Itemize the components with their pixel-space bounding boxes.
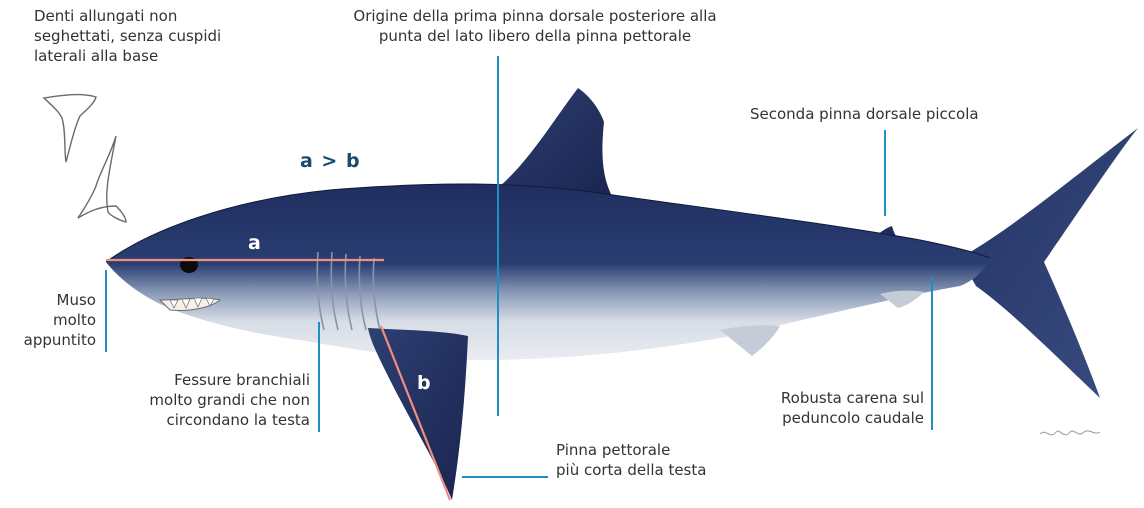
teeth-sketch (44, 95, 126, 222)
leader-fin-origin (497, 56, 499, 416)
shark-body (106, 184, 990, 360)
label-snout: Muso molto appuntito (0, 290, 96, 350)
label-second-dorsal: Seconda pinna dorsale piccola (750, 104, 979, 124)
leader-gills (318, 322, 320, 432)
pelvic-fin (720, 325, 780, 356)
first-dorsal-fin (500, 88, 612, 196)
leader-pectoral (462, 476, 548, 478)
label-teeth: Denti allungati non seghettati, senza cu… (34, 6, 221, 66)
pectoral-fin (368, 328, 468, 500)
formula-a-greater-b: a > b (300, 150, 361, 172)
artist-signature (1040, 431, 1100, 435)
leader-second-dorsal (884, 130, 886, 216)
tooth-lower (78, 136, 126, 222)
leader-snout (105, 270, 107, 352)
label-pectoral: Pinna pettorale più corta della testa (556, 440, 706, 480)
label-fin-origin: Origine della prima pinna dorsale poster… (310, 6, 760, 46)
measure-label-a: a (248, 232, 261, 254)
leader-keel (931, 276, 933, 430)
measure-label-b: b (417, 372, 431, 394)
label-keel: Robusta carena sul peduncolo caudale (720, 388, 924, 428)
label-gills: Fessure branchiali molto grandi che non … (120, 370, 310, 430)
tooth-upper (44, 95, 96, 162)
